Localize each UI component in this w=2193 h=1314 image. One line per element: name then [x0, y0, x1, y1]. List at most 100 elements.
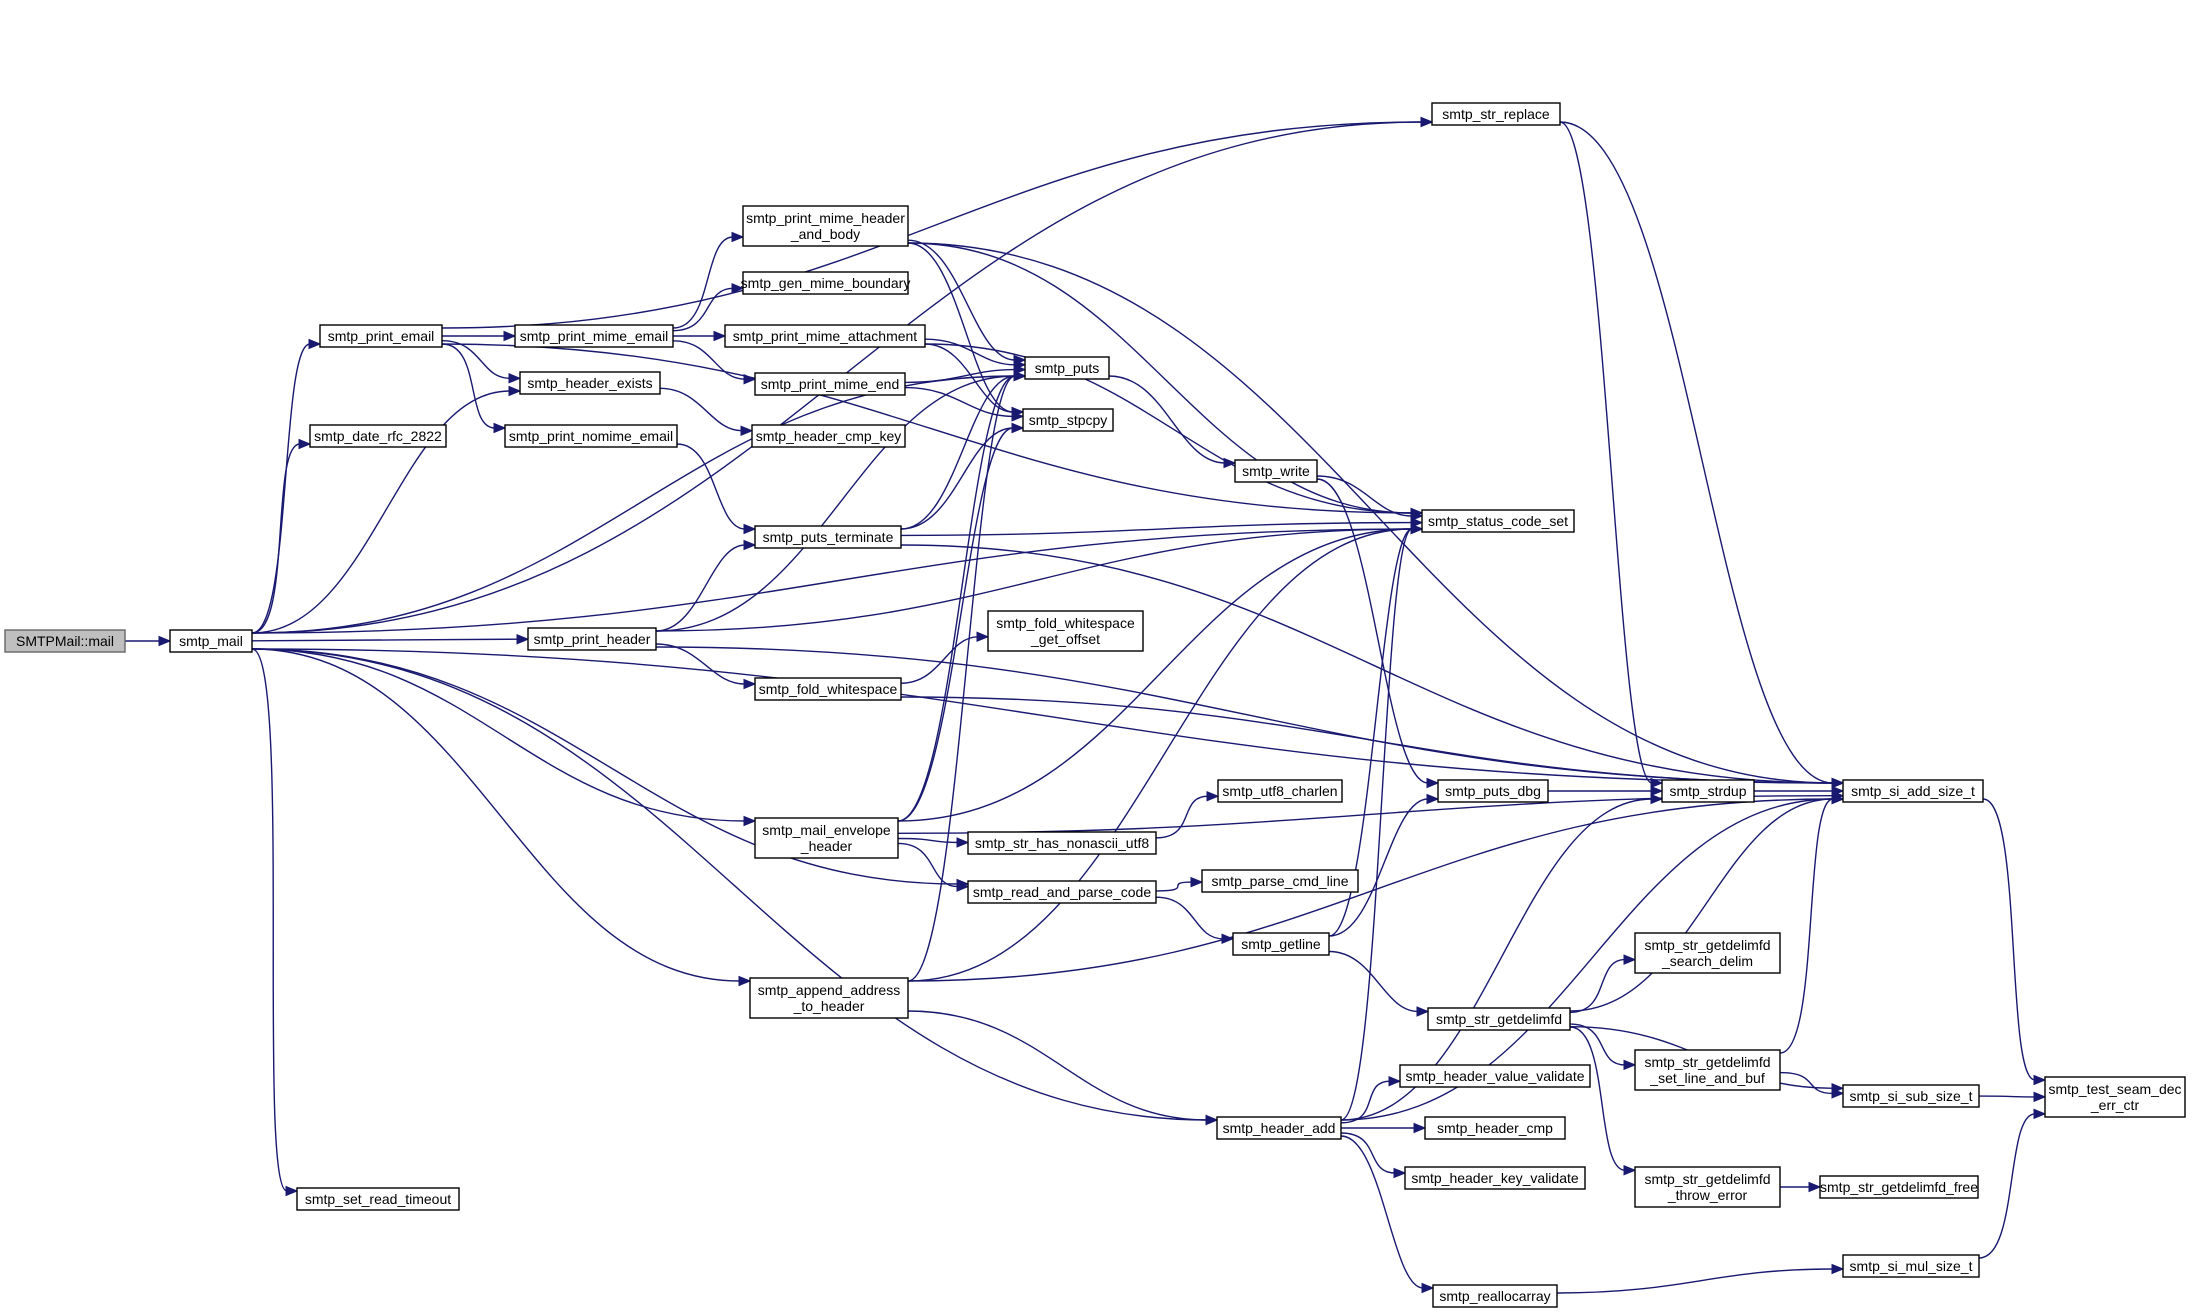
node-smtp-header-cmp-key[interactable]: smtp_header_cmp_key — [751, 424, 906, 448]
node-smtp-mail[interactable]: smtp_mail — [169, 629, 253, 653]
edge-smtp_str_getdelimfd_throw_error-to-smtp_str_getdelimfd_free — [1779, 1181, 1822, 1193]
node-box — [319, 324, 443, 348]
node-box — [1427, 1007, 1571, 1031]
node-box — [527, 627, 657, 651]
edge-smtp_mail-to-smtp_date_rfc_2822 — [251, 438, 312, 634]
node-smtp-str-getdelimfd[interactable]: smtp_str_getdelimfd — [1427, 1007, 1571, 1031]
edge-layer — [125, 116, 2047, 1294]
arrowhead — [285, 1185, 299, 1197]
node-smtp-puts-dbg[interactable]: smtp_puts_dbg — [1437, 779, 1549, 803]
arrowhead — [1420, 116, 1434, 128]
edge-smtp_fold_whitespace-to-smtp_fold_whitespace_get_offset — [900, 631, 990, 684]
node-smtp-append-address-to-header[interactable]: smtp_append_address_to_header — [749, 977, 909, 1019]
node-smtp-print-mime-attachment[interactable]: smtp_print_mime_attachment — [724, 324, 926, 348]
node-smtp-print-mime-email[interactable]: smtp_print_mime_email — [514, 324, 674, 348]
arrowhead — [740, 425, 754, 436]
edge-smtp_print_mime_email-to-smtp_print_mime_attachment — [673, 330, 727, 342]
edge-line — [251, 648, 288, 1192]
node-smtp-puts[interactable]: smtp_puts — [1024, 356, 1110, 380]
node-label: smtp_write — [1242, 463, 1310, 479]
node-box — [742, 205, 909, 247]
node-smtp-date-rfc-2822[interactable]: smtp_date_rfc_2822 — [309, 424, 447, 448]
arrowhead — [743, 678, 757, 690]
edge-smtp_si_sub_size_t-to-smtp_test_seam_dec_err_ctr — [1978, 1091, 2047, 1103]
node-box — [296, 1187, 460, 1211]
edge-smtp_str_getdelimfd_set_line_and_buf-to-smtp_si_sub_size_t — [1779, 1071, 1845, 1099]
node-smtp-str-has-nonascii-utf8[interactable]: smtp_str_has_nonascii_utf8 — [967, 831, 1157, 855]
edge-line — [904, 386, 1014, 418]
edge-smtp_print_email-to-smtp_print_mime_email — [442, 330, 517, 342]
node-box — [724, 324, 926, 348]
node-smtp-str-getdelimfd-search-delim[interactable]: smtp_str_getdelimfd_search_delim — [1634, 932, 1781, 974]
node-box — [1234, 459, 1318, 483]
edge-line — [900, 521, 1413, 537]
node-smtp-parse-cmd-line[interactable]: smtp_parse_cmd_line — [1201, 869, 1359, 893]
node-smtp-header-exists[interactable]: smtp_header_exists — [519, 371, 661, 395]
edge-line — [900, 375, 1016, 530]
node-smtp-set-read-timeout[interactable]: smtp_set_read_timeout — [296, 1187, 460, 1211]
node-smtp-mail-envelope-header[interactable]: smtp_mail_envelope_header — [754, 817, 899, 859]
node-smtp-print-email[interactable]: smtp_print_email — [319, 324, 443, 348]
node-smtp-print-nomime-email[interactable]: smtp_print_nomime_email — [504, 424, 678, 448]
node-smtp-stpcpy[interactable]: smtp_stpcpy — [1022, 408, 1114, 432]
node-label: SMTPMail::mail — [16, 633, 114, 649]
arrowhead — [1223, 457, 1237, 469]
node-label: smtp_puts_dbg — [1445, 783, 1541, 799]
node-smtp-si-add-size-t[interactable]: smtp_si_add_size_t — [1842, 779, 1984, 803]
node-smtp-str-getdelimfd-free[interactable]: smtp_str_getdelimfd_free — [1819, 1175, 1979, 1199]
node-smtp-str-getdelimfd-set-line-and-buf[interactable]: smtp_str_getdelimfd_set_line_and_buf — [1634, 1049, 1781, 1091]
node-label: smtp_header_cmp — [1437, 1120, 1553, 1136]
arrowhead — [503, 330, 517, 342]
node-smtp-header-add[interactable]: smtp_header_add — [1216, 1116, 1342, 1140]
edge-line — [1559, 121, 1834, 784]
node-box — [1399, 1064, 1591, 1088]
node-smtp-fold-whitespace-get-offset[interactable]: smtp_fold_whitespace_get_offset — [987, 610, 1144, 652]
edge-line — [1559, 121, 1653, 784]
node-smtp-print-mime-end[interactable]: smtp_print_mime_end — [754, 372, 906, 396]
edge-line — [676, 443, 746, 530]
node-smtp-strdup[interactable]: smtp_strdup — [1661, 779, 1755, 803]
edge-line — [924, 343, 1014, 413]
arrowhead — [743, 539, 757, 551]
node-box — [1437, 779, 1549, 803]
node-smtp-si-mul-size-t[interactable]: smtp_si_mul_size_t — [1842, 1254, 1980, 1278]
node-smtp-read-and-parse-code[interactable]: smtp_read_and_parse_code — [967, 880, 1157, 904]
node-smtp-write[interactable]: smtp_write — [1234, 459, 1318, 483]
edge-smtp_write-to-smtp_puts_dbg — [1316, 478, 1440, 789]
edge-smtp_print_mime_end-to-smtp_stpcpy — [904, 386, 1025, 422]
node-box — [1232, 932, 1330, 956]
node-smtp-str-replace[interactable]: smtp_str_replace — [1431, 102, 1561, 126]
node-smtp-header-key-validate[interactable]: smtp_header_key_validate — [1404, 1166, 1586, 1190]
node-smtpmail-mail[interactable]: SMTPMail::mail — [4, 629, 126, 653]
arrowhead — [158, 635, 172, 647]
node-smtp-getline[interactable]: smtp_getline — [1232, 932, 1330, 956]
node-smtp-fold-whitespace[interactable]: smtp_fold_whitespace — [754, 677, 902, 701]
arrowhead — [1206, 790, 1220, 802]
edge-line — [1155, 795, 1209, 839]
node-smtp-print-mime-header-and-body[interactable]: smtp_print_mime_header_and_body — [742, 205, 909, 247]
node-label: smtp_test_seam_dec — [2048, 1081, 2181, 1097]
edge-line — [1569, 1026, 1626, 1171]
edge-line — [1340, 1080, 1391, 1124]
node-smtp-header-value-validate[interactable]: smtp_header_value_validate — [1399, 1064, 1591, 1088]
arrowhead — [1831, 1088, 1845, 1099]
arrowhead — [1426, 793, 1440, 805]
node-smtp-status-code-set[interactable]: smtp_status_code_set — [1421, 509, 1575, 533]
node-smtp-utf8-charlen[interactable]: smtp_utf8_charlen — [1217, 779, 1343, 803]
node-smtp-puts-terminate[interactable]: smtp_puts_terminate — [754, 525, 902, 549]
node-smtp-gen-mime-boundary[interactable]: smtp_gen_mime_boundary — [741, 271, 911, 295]
node-smtp-reallocarray[interactable]: smtp_reallocarray — [1432, 1284, 1558, 1308]
arrowhead — [1388, 1075, 1402, 1087]
node-label: smtp_header_add — [1223, 1120, 1336, 1136]
edge-smtp_print_header-to-smtp_puts — [655, 370, 1027, 632]
node-smtp-str-getdelimfd-throw-error[interactable]: smtp_str_getdelimfd_throw_error — [1634, 1166, 1781, 1208]
node-smtp-print-header[interactable]: smtp_print_header — [527, 627, 657, 651]
node-smtp-test-seam-dec-err-ctr[interactable]: smtp_test_seam_dec_err_ctr — [2044, 1076, 2186, 1118]
edge-line — [1108, 375, 1226, 464]
node-label: smtp_print_header — [534, 631, 651, 647]
node-label: smtp_append_address — [758, 982, 900, 998]
node-box — [1634, 1049, 1781, 1091]
node-smtp-header-cmp[interactable]: smtp_header_cmp — [1424, 1116, 1566, 1140]
node-smtp-si-sub-size-t[interactable]: smtp_si_sub_size_t — [1842, 1084, 1980, 1108]
edge-line — [1340, 1135, 1424, 1289]
